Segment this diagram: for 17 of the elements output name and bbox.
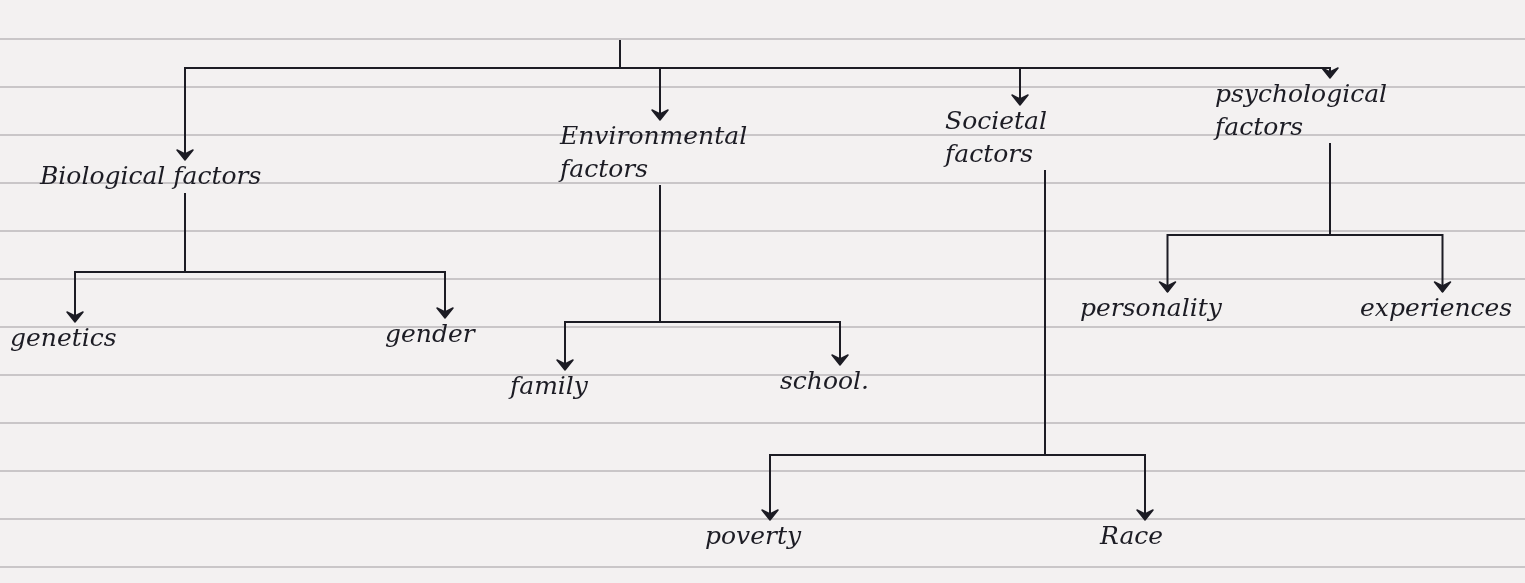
arrow (619, 39, 1339, 79)
handwritten-label: family (510, 370, 620, 403)
arrow (1329, 142, 1452, 293)
arrow (659, 184, 849, 366)
handwritten-label: Environmental factors (560, 120, 760, 185)
handwritten-label: Race (1100, 520, 1190, 553)
handwritten-label: gender (385, 318, 505, 351)
arrow (184, 192, 454, 319)
handwritten-label: Biological factors (40, 160, 330, 193)
handwritten-label: experiences (1360, 292, 1525, 325)
handwritten-label: school. (780, 365, 900, 398)
arrow (1044, 169, 1154, 521)
handwritten-label: poverty (705, 520, 835, 553)
handwritten-label: Societal factors (945, 105, 1095, 170)
handwritten-label: personality (1080, 292, 1255, 325)
handwritten-label: psychological factors (1215, 78, 1445, 143)
handwritten-label: genetics (10, 322, 140, 355)
